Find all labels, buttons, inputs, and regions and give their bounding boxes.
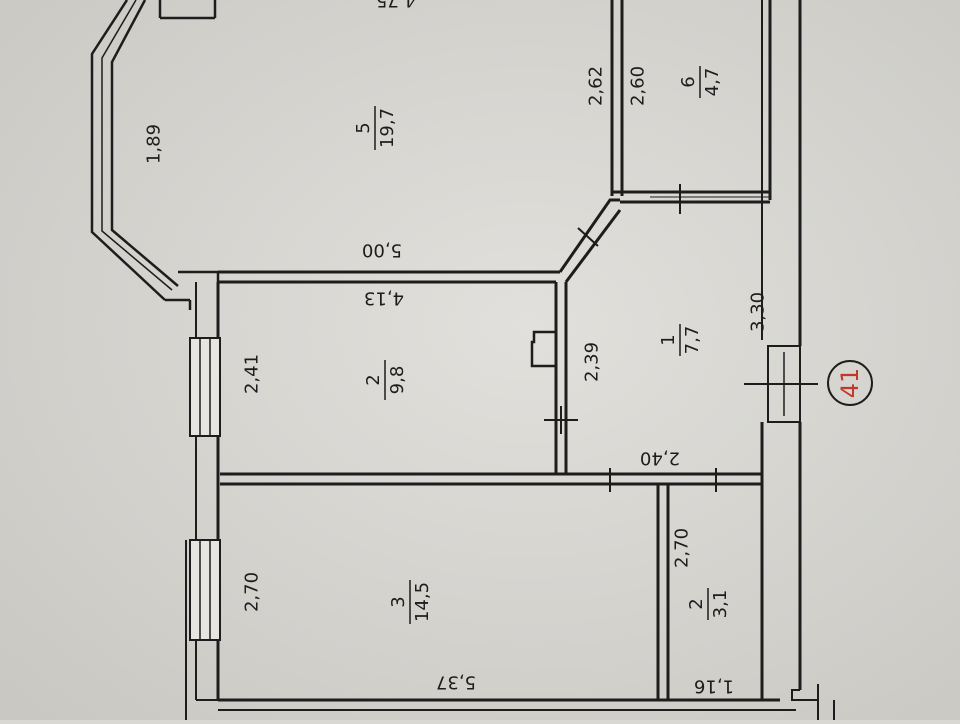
room-label-4: 2 9,8 — [363, 360, 408, 400]
wall-niche — [530, 330, 556, 368]
room-number: 1 — [658, 334, 679, 345]
room-area: 14,5 — [412, 582, 433, 622]
dimension-bay: 1,89 — [144, 124, 165, 164]
room-label-6: 6 4,7 — [678, 66, 723, 98]
window-room-3 — [189, 539, 221, 641]
apartment-number-circle — [827, 360, 873, 406]
dimension-room3-width: 5,37 — [436, 672, 476, 693]
dimension-room1-depth: 2,39 — [582, 342, 603, 382]
walls — [90, 0, 835, 720]
apartment-marker: 41 — [827, 360, 873, 406]
dimension-room6-side: 2,60 — [628, 66, 649, 106]
dimension-room5-width: 5,00 — [362, 240, 402, 261]
room-area: 9,8 — [387, 366, 408, 395]
room-number: 3 — [388, 596, 409, 607]
room-area: 7,7 — [682, 326, 703, 355]
room-area: 4,7 — [702, 68, 723, 97]
dimension-room2-depth: 2,70 — [672, 528, 693, 568]
room-number: 2 — [686, 598, 707, 609]
dimension-room5-side: 2,62 — [586, 66, 607, 106]
apartment-number: 41 — [836, 368, 864, 399]
dimension-labels: 1,89 5,00 2,62 2,60 4,13 2,41 2,39 3,30 … — [144, 0, 769, 697]
dimension-room3-depth: 2,70 — [242, 572, 263, 612]
room-number: 5 — [353, 122, 374, 133]
diagonal-wall-outer — [558, 198, 620, 273]
room-number: 2 — [363, 374, 384, 385]
dimension-top-cut: 4,75 — [376, 0, 416, 11]
dimension-room1-side: 3,30 — [748, 292, 769, 332]
dimension-room4-width: 4,13 — [364, 288, 404, 309]
room-label-5: 5 19,7 — [353, 106, 398, 150]
window-room-4 — [189, 337, 221, 437]
door-tick-diagonal — [577, 227, 599, 247]
room-labels: 2 9,8 3 14,5 5 19,7 1 7,7 2 3,1 6 4,7 — [353, 66, 731, 624]
dimension-room1-width: 2,40 — [640, 448, 680, 469]
dimension-room4-depth: 2,41 — [242, 354, 263, 394]
dimension-room2-width: 1,16 — [694, 676, 734, 697]
diagonal-wall-inner — [564, 209, 622, 283]
bay-window — [90, 0, 220, 310]
room-label-2: 2 3,1 — [686, 588, 731, 620]
room-area: 19,7 — [377, 108, 398, 148]
room-number: 6 — [678, 76, 699, 87]
room-area: 3,1 — [710, 590, 731, 619]
room-label-1: 1 7,7 — [658, 324, 703, 356]
corner-detail — [791, 684, 819, 701]
room-label-3: 3 14,5 — [388, 580, 433, 624]
